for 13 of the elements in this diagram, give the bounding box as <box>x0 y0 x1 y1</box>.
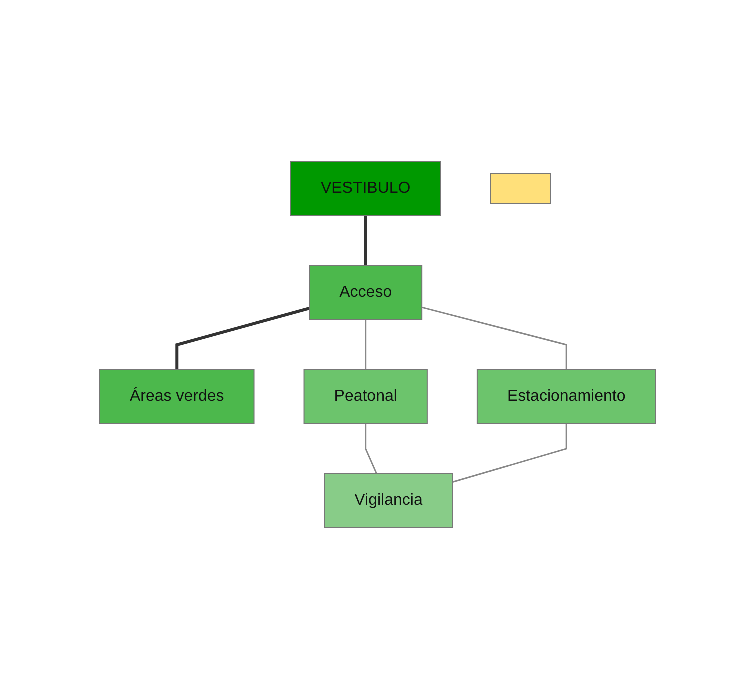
node-box: Estacionamiento <box>477 369 656 424</box>
node-box: Vigilancia <box>324 473 454 528</box>
node-box: VESTIBULO <box>290 161 442 216</box>
connector <box>365 424 378 474</box>
node-box: Áreas verdes <box>100 369 255 424</box>
connector <box>364 216 368 266</box>
connector <box>365 320 367 370</box>
connector <box>176 306 310 370</box>
connector <box>422 306 568 370</box>
node-box: Peatonal <box>304 369 428 424</box>
node-box: Acceso <box>309 265 423 320</box>
node-box <box>490 173 552 204</box>
connector <box>452 424 568 482</box>
